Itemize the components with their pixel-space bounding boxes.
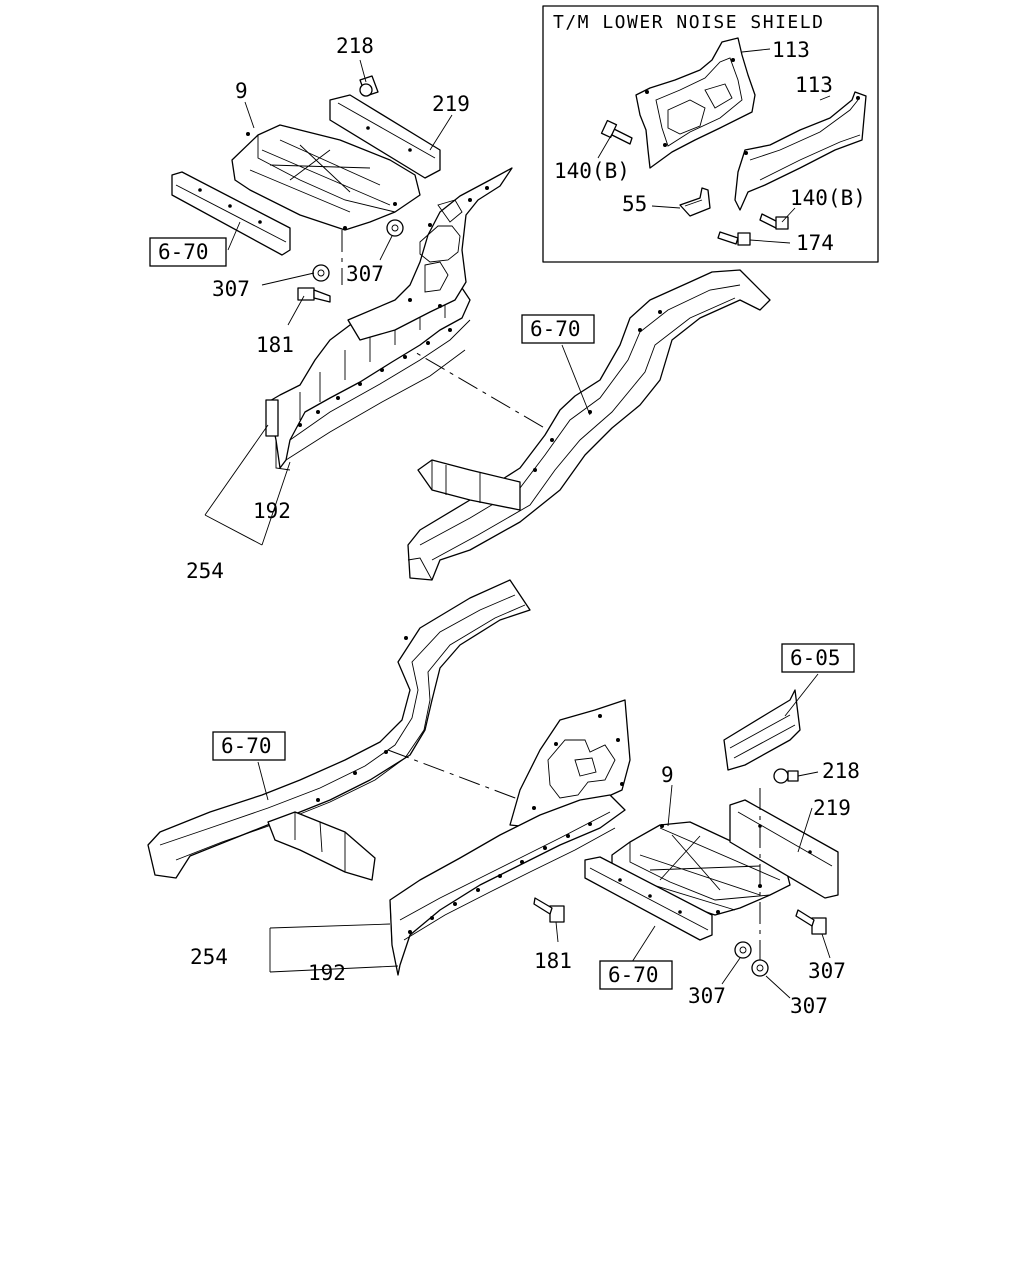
noise-shield-part-113b	[734, 91, 867, 211]
skid-plate-9	[231, 124, 421, 231]
side-bracket-192	[265, 287, 471, 471]
bracket-part-55	[679, 187, 711, 217]
ref-box-6-05[interactable]	[781, 643, 855, 673]
nut-307-upper-a	[386, 219, 404, 237]
bolt-140b-left	[600, 119, 633, 145]
ref-6-05[interactable]: 6-05	[790, 646, 841, 670]
lower-panel-6-05	[723, 689, 801, 771]
bolt-181-upper	[297, 287, 331, 303]
ref-box-6-70-lower-a[interactable]	[212, 731, 286, 761]
lower-assembly: 6-05 6-70 9 218 219 254 192 181 6-70 307…	[147, 579, 860, 1018]
upper-centerline	[359, 319, 549, 431]
label-55: 55	[622, 192, 647, 216]
lower-nut-307-b	[751, 959, 769, 977]
ref-box-6-70-upper-b[interactable]	[521, 314, 595, 344]
label-218-upper: 218	[336, 34, 374, 58]
label-307-upper-b: 307	[212, 277, 250, 301]
lower-clip-218	[773, 768, 799, 784]
label-307-lower-b: 307	[790, 994, 828, 1018]
ref-6-70-upper-a[interactable]: 6-70	[158, 240, 209, 264]
label-192-lower: 192	[308, 961, 346, 985]
lower-side-channel	[584, 856, 713, 941]
noise-shield-part-113a	[635, 37, 756, 169]
label-219-lower: 219	[813, 796, 851, 820]
label-254-lower: 254	[190, 945, 228, 969]
label-181-upper: 181	[256, 333, 294, 357]
gusset-plate	[347, 167, 513, 341]
ref-box-6-70-lower-b[interactable]	[599, 960, 673, 990]
ref-6-70-lower-b[interactable]: 6-70	[608, 963, 659, 987]
label-113-a: 113	[772, 38, 810, 62]
lower-heat-shield-219	[729, 799, 839, 899]
bolt-140b-right	[759, 213, 789, 230]
upper-assembly: 218 9 219 6-70 307 307 181 6-70 192 254	[149, 34, 771, 583]
lower-bolt-307-c	[795, 909, 827, 935]
label-140b-b: 140(B)	[790, 186, 866, 210]
lower-bolt-181	[533, 897, 565, 923]
clip-218-upper	[359, 75, 379, 97]
label-219-upper: 219	[432, 92, 470, 116]
label-307-lower-c: 307	[808, 959, 846, 983]
label-254-upper: 254	[186, 559, 224, 583]
label-140b-a: 140(B)	[554, 159, 630, 183]
inset-title: T/M LOWER NOISE SHIELD	[553, 12, 824, 33]
label-307-upper-a: 307	[346, 262, 384, 286]
lower-nut-307-a	[734, 941, 752, 959]
label-192-upper: 192	[253, 499, 291, 523]
label-218-lower: 218	[822, 759, 860, 783]
label-181-lower: 181	[534, 949, 572, 973]
upper-frame-rail	[407, 269, 771, 581]
lower-side-bracket-192	[389, 794, 626, 976]
ref-6-70-upper-b[interactable]: 6-70	[530, 317, 581, 341]
bolt-174	[717, 231, 751, 246]
label-174: 174	[796, 231, 834, 255]
inset-frame	[542, 5, 879, 263]
label-307-lower-a: 307	[688, 984, 726, 1008]
label-9-upper: 9	[235, 79, 248, 103]
nut-307-upper-b	[312, 264, 330, 282]
ref-box-6-70-upper-a[interactable]	[149, 237, 227, 267]
label-9-lower: 9	[661, 763, 674, 787]
lower-frame-rail	[147, 579, 531, 881]
label-113-b: 113	[795, 73, 833, 97]
ref-6-70-lower-a[interactable]: 6-70	[221, 734, 272, 758]
side-channel-upper	[171, 171, 291, 256]
heat-shield-219	[329, 94, 441, 179]
inset-panel: T/M LOWER NOISE SHIELD	[542, 5, 879, 263]
